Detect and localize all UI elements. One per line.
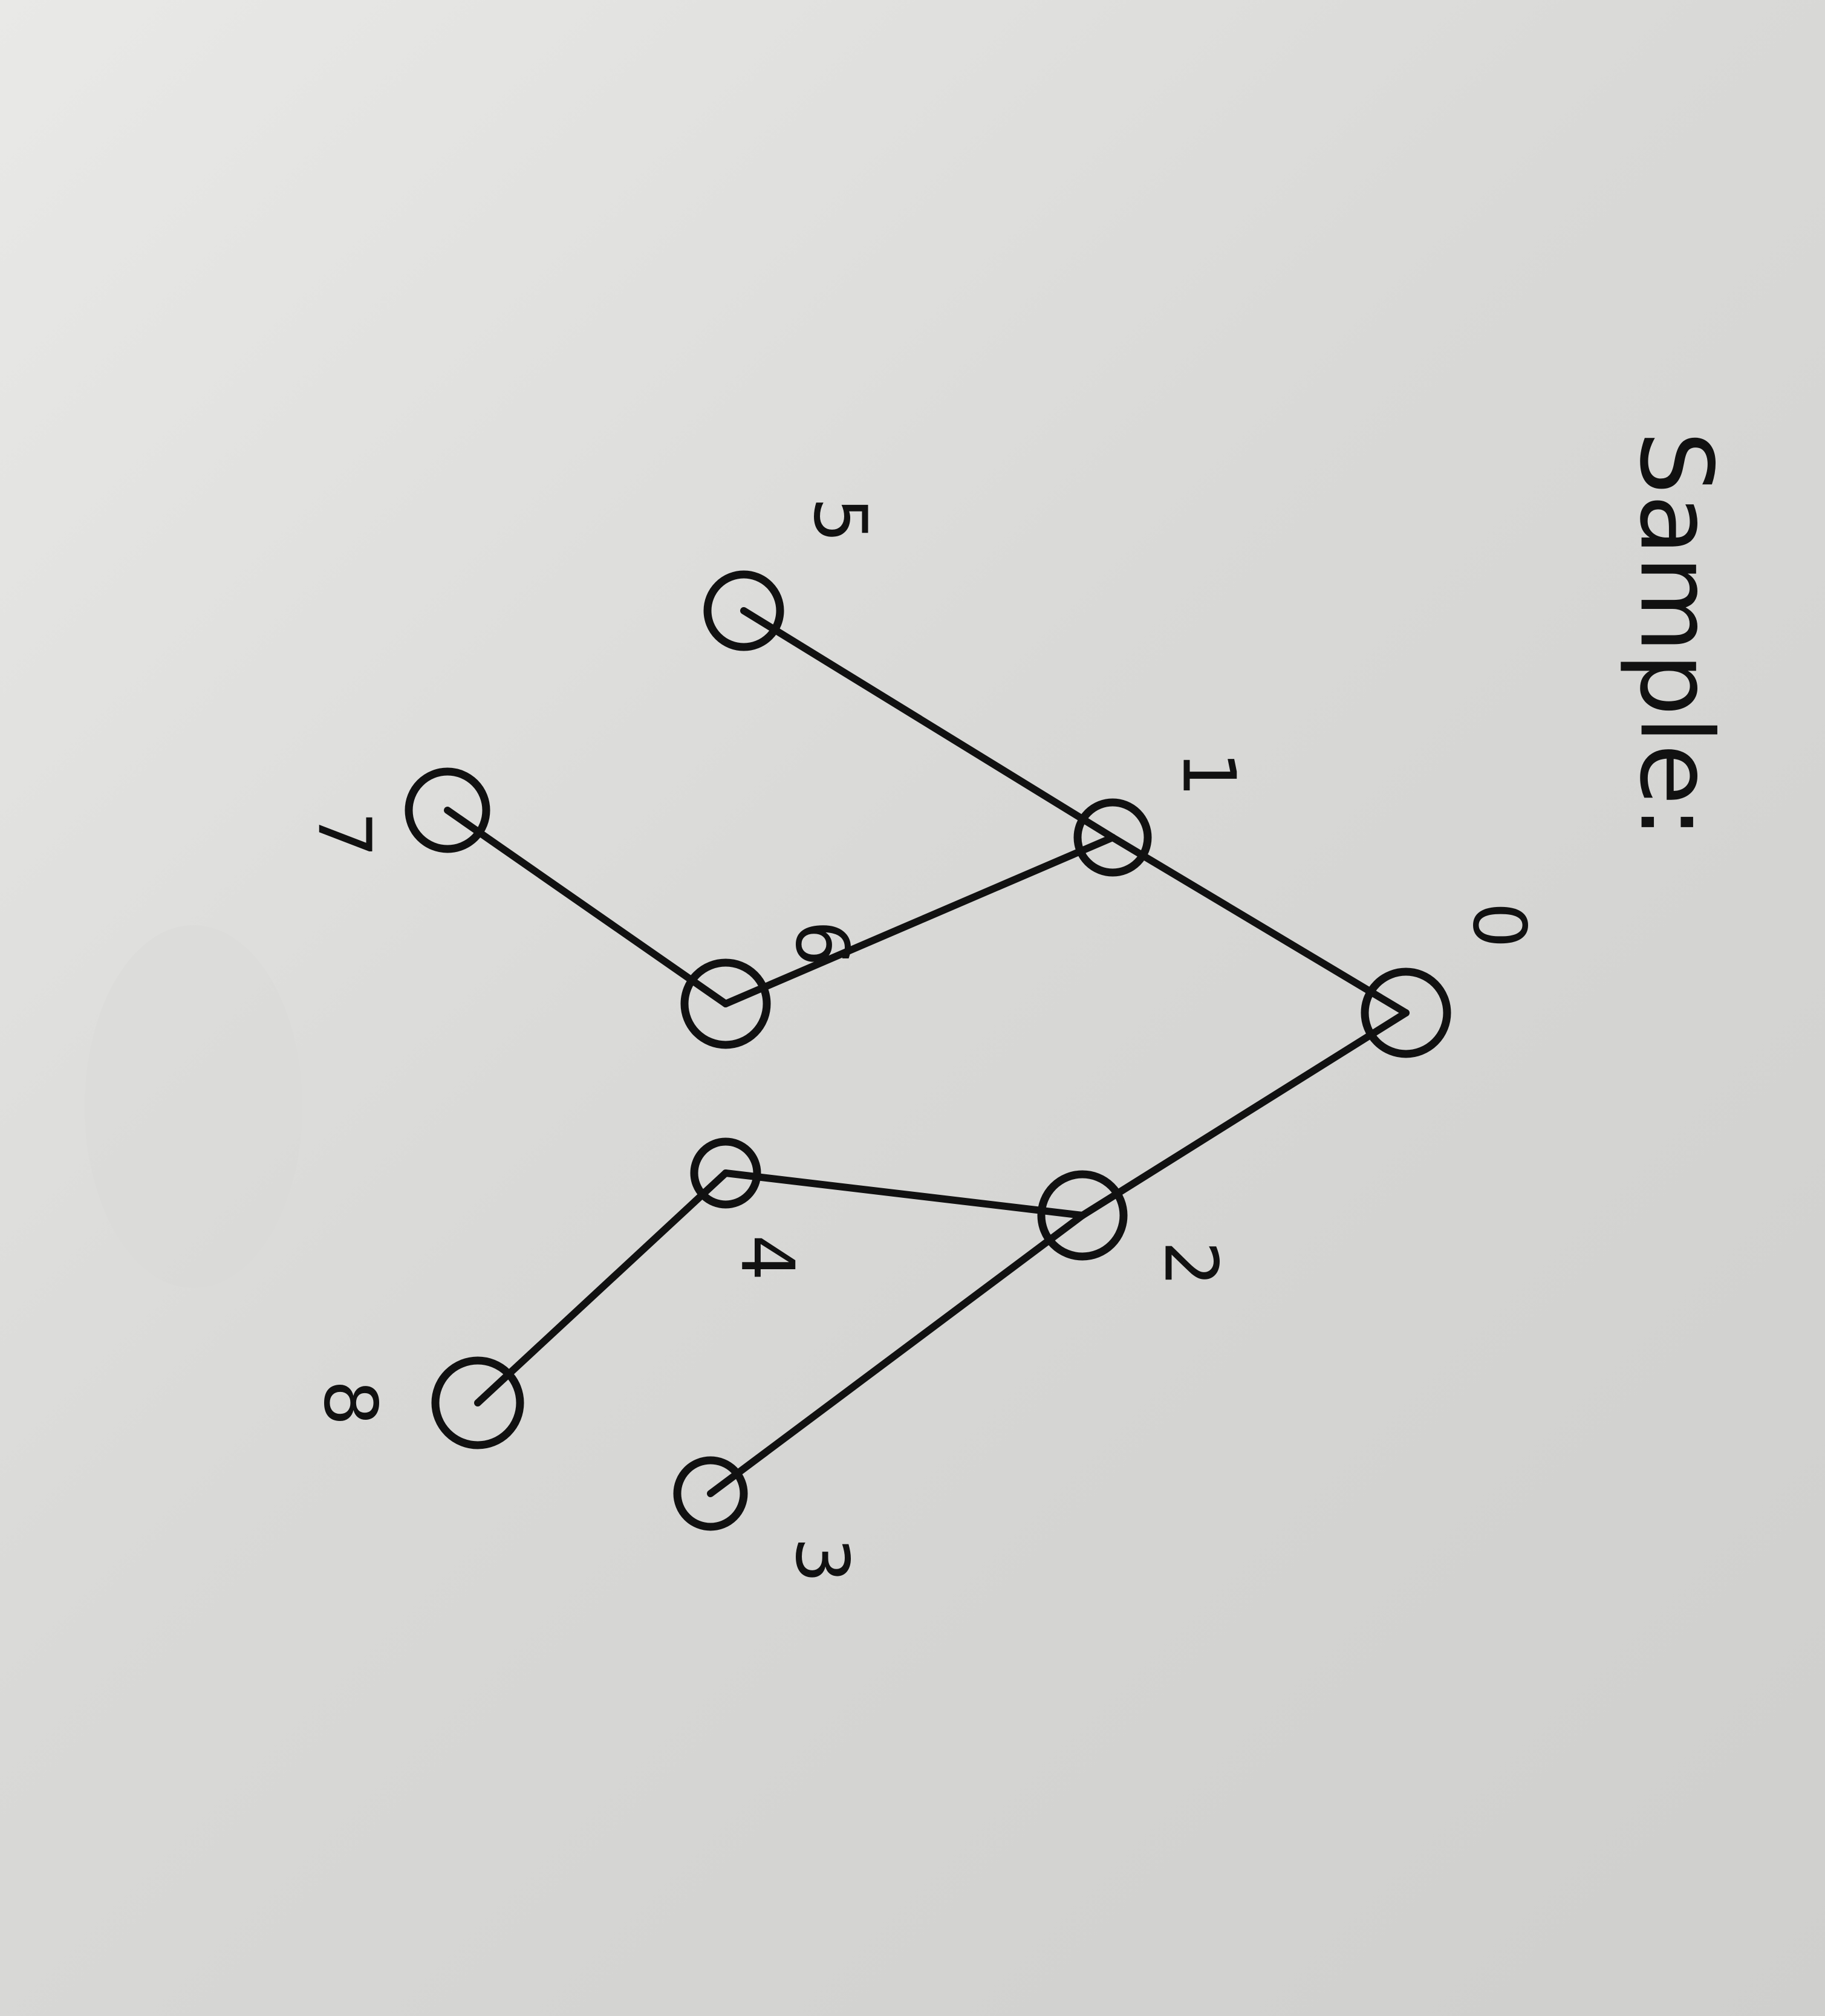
node-4-circle (690, 1137, 761, 1209)
node-4: 4 (690, 1137, 808, 1281)
node-0-circle (1361, 967, 1451, 1058)
paper-stain (85, 925, 302, 1288)
edge-6-7 (444, 807, 729, 1007)
node-2: 2 (1037, 1170, 1232, 1287)
node-8-circle (431, 1356, 524, 1449)
node-5-circle (703, 570, 784, 651)
edge-2-3 (707, 1212, 1086, 1497)
edge-4-8 (474, 1169, 729, 1406)
node-1-label: 1 (1166, 751, 1250, 797)
node-8-label: 8 (307, 1380, 391, 1426)
node-6-circle (680, 958, 771, 1049)
node-6-label: 6 (779, 920, 863, 966)
node-3-circle (673, 1456, 748, 1531)
edge-0-2 (1079, 1009, 1410, 1219)
node-3-label: 3 (779, 1537, 863, 1583)
node-6: 6 (680, 920, 863, 1049)
node-8: 8 (307, 1356, 524, 1449)
edge-0-1 (1109, 834, 1410, 1016)
node-4-label: 4 (724, 1235, 808, 1281)
node-1-circle (1073, 798, 1152, 877)
edge-2-4 (722, 1169, 1086, 1219)
node-0: 0 (1361, 902, 1540, 1058)
node-7: 7 (301, 767, 490, 857)
node-7-label: 7 (301, 811, 385, 857)
node-1: 1 (1073, 751, 1250, 877)
node-0-label: 0 (1456, 902, 1540, 948)
edge-layer (444, 607, 1410, 1497)
diagram-title: Sample: (1618, 431, 1734, 839)
node-5-label: 5 (797, 497, 881, 543)
node-7-circle (405, 767, 490, 853)
node-layer: 0 1 2 3 4 5 6 7 8 (301, 497, 1540, 1583)
node-2-circle (1037, 1170, 1128, 1261)
node-2-label: 2 (1148, 1241, 1232, 1287)
node-3: 3 (673, 1456, 863, 1583)
edge-1-5 (740, 607, 1116, 841)
diagram-title-text: Sample: (1618, 431, 1734, 839)
edge-1-6 (722, 834, 1116, 1007)
node-5: 5 (703, 497, 881, 651)
